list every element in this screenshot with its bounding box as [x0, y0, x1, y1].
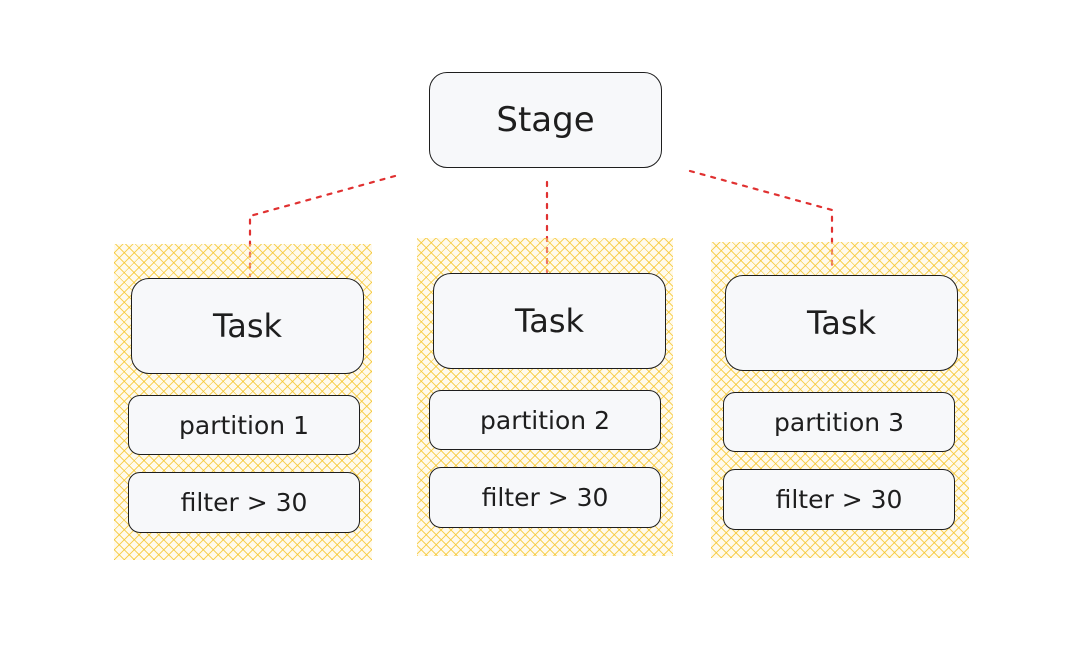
partition-node-1: partition 1: [128, 395, 360, 455]
partition-node-3: partition 3: [723, 392, 955, 452]
partition-node-2: partition 2: [429, 390, 661, 450]
filter-node-1: filter > 30: [128, 472, 360, 533]
stage-node: Stage: [429, 72, 662, 168]
filter-node-3: filter > 30: [723, 469, 955, 530]
task-node-2: Task: [433, 273, 666, 369]
task-node-1: Task: [131, 278, 364, 374]
filter-node-2: filter > 30: [429, 467, 661, 528]
task-node-3: Task: [725, 275, 958, 371]
